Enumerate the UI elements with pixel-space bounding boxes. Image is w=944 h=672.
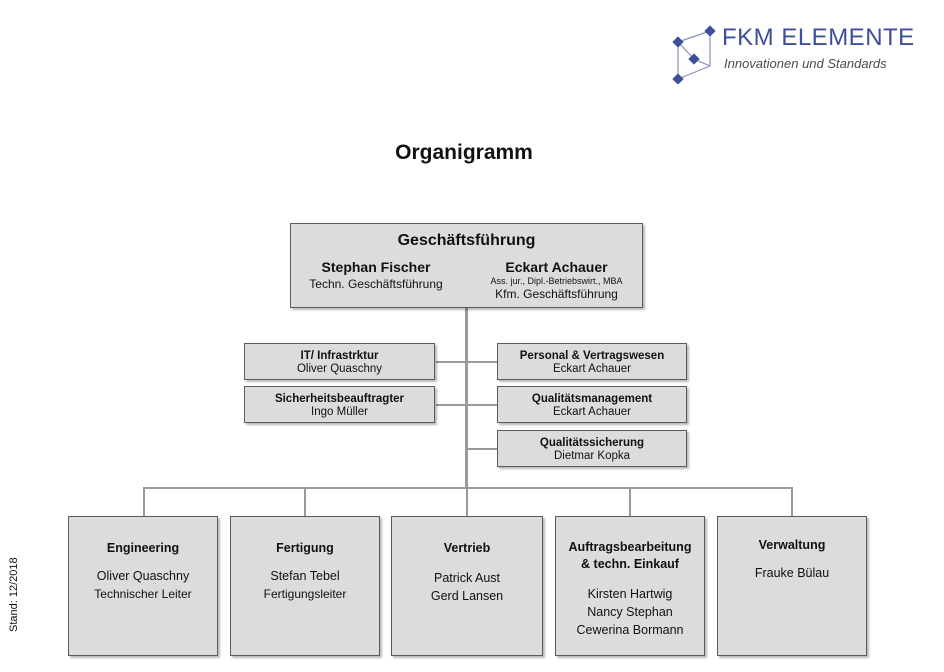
management-box: Geschäftsführung Stephan Fischer Techn. … [290,223,643,308]
staff-person: Ingo Müller [311,406,368,418]
staff-title: IT/ Infrastrktur [300,350,379,362]
page-title: Organigramm [395,141,533,164]
staff-person: Eckart Achauer [553,406,631,418]
department-box-administration: Verwaltung Frauke Bülau [717,516,867,656]
person-name: Stephan Fischer [321,259,431,275]
revision-date: Stand: 12/2018 [8,557,20,632]
staff-person: Dietmar Kopka [553,450,631,462]
staff-box-quality-management: Qualitätsmanagement Eckart Achauer [497,386,687,423]
staff-person: Eckart Achauer [553,363,631,375]
department-person: Nancy Stephan [587,605,673,619]
department-person: Oliver Quaschny [96,569,190,583]
department-person-role: Technischer Leiter [94,587,192,601]
department-title: Auftragsbearbeitung & techn. Einkauf [556,539,704,573]
department-people: Frauke Bülau [718,564,866,582]
management-person-2: Eckart Achauer Ass. jur., Dipl.-Betriebs… [469,259,644,301]
department-box-order-processing: Auftragsbearbeitung & techn. Einkauf Kir… [555,516,705,656]
department-person: Cewerina Bormann [576,623,684,637]
person-role: Techn. Geschäftsführung [309,277,443,291]
staff-title: Personal & Vertragswesen [519,350,665,362]
person-details: Ass. jur., Dipl.-Betriebswirt., MBA [490,276,623,286]
department-title-line: Fertigung [276,541,334,555]
department-person: Frauke Bülau [754,566,830,580]
department-title-line: Vertrieb [443,541,491,555]
staff-title: Qualitätssicherung [539,437,645,449]
cube-logo-icon [672,25,716,84]
department-title: Verwaltung [718,537,866,554]
department-person: Stefan Tebel [270,569,340,583]
department-title-line: Verwaltung [758,538,826,552]
person-name: Eckart Achauer [505,259,608,275]
person-role: Kfm. Geschäftsführung [495,287,618,301]
logo-subtitle: Innovationen und Standards [724,56,887,71]
department-person: Gerd Lansen [430,589,504,603]
management-person-1: Stephan Fischer Techn. Geschäftsführung [293,259,459,291]
department-person: Patrick Aust [434,571,500,585]
staff-box-quality-assurance: Qualitätssicherung Dietmar Kopka [497,430,687,467]
department-person: Kirsten Hartwig [587,587,673,601]
staff-title: Qualitätsmanagement [531,393,653,405]
staff-title: Sicherheitsbeauftragter [274,393,405,405]
logo-title: FKM ELEMENTE [722,24,915,51]
connector-dept-3 [466,487,468,517]
department-title: Fertigung [231,540,379,557]
connector-staff-right-1 [467,361,498,363]
connector-dept-2 [304,487,306,517]
department-people: Patrick Aust Gerd Lansen [392,569,542,605]
department-people: Kirsten Hartwig Nancy Stephan Cewerina B… [556,585,704,639]
connector-dept-4 [629,487,631,517]
department-box-sales: Vertrieb Patrick Aust Gerd Lansen [391,516,543,656]
department-box-engineering: Engineering Oliver Quaschny Technischer … [68,516,218,656]
staff-box-personnel: Personal & Vertragswesen Eckart Achauer [497,343,687,380]
connector-trunk [465,308,468,488]
department-title-line: Auftragsbearbeitung [568,540,692,554]
company-logo: FKM ELEMENTE Innovationen und Standards [668,22,914,86]
connector-departments-bar [143,487,793,489]
connector-staff-left-1 [436,361,466,363]
department-person-role: Fertigungsleiter [263,587,347,601]
department-box-manufacturing: Fertigung Stefan Tebel Fertigungsleiter [230,516,380,656]
department-people: Oliver Quaschny Technischer Leiter [69,567,217,603]
department-title-line: & techn. Einkauf [581,557,679,571]
connector-staff-right-2 [467,404,498,406]
connector-staff-right-3 [467,448,498,450]
department-title-line: Engineering [106,541,180,555]
department-people: Stefan Tebel Fertigungsleiter [231,567,379,603]
management-title: Geschäftsführung [397,232,536,249]
staff-box-security: Sicherheitsbeauftragter Ingo Müller [244,386,435,423]
department-title: Engineering [69,540,217,557]
staff-box-it: IT/ Infrastrktur Oliver Quaschny [244,343,435,380]
connector-dept-1 [143,487,145,517]
staff-person: Oliver Quaschny [296,363,382,375]
connector-dept-5 [791,487,793,517]
department-title: Vertrieb [392,540,542,557]
connector-staff-left-2 [436,404,466,406]
